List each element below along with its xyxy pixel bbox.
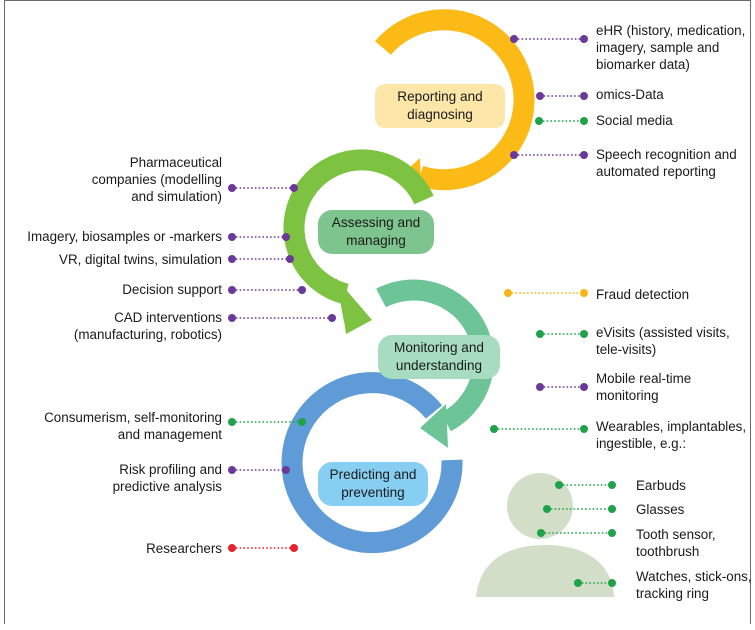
stage-predicting-box <box>318 462 428 506</box>
connector-mobile-dot-start <box>536 383 544 391</box>
label-imagery-biosamples: Imagery, biosamples or -markers <box>27 229 222 244</box>
connector-glasses-dot-end <box>608 505 616 513</box>
connector-fraud-dot-start <box>504 289 512 297</box>
label-earbuds: Earbuds <box>636 478 686 493</box>
stage-assessing-box <box>318 210 434 254</box>
label-evisits: eVisits (assisted visits, tele-visits) <box>596 325 730 357</box>
label-cad-interventions: CAD interventions (manufacturing, roboti… <box>73 310 222 342</box>
connector-fraud-dot-end <box>580 289 588 297</box>
connector-researchers-dot-start <box>228 544 236 552</box>
connector-glasses-dot-start <box>543 505 551 513</box>
stage-reporting-label: Reporting and diagnosing <box>397 89 483 122</box>
label-vr-digital-twins: VR, digital twins, simulation <box>59 252 222 267</box>
predicting-ring <box>281 372 463 554</box>
connector-vr-dot-start <box>228 255 236 263</box>
connector-consumerism-dot-end <box>298 418 306 426</box>
connector-consumerism-dot-start <box>228 418 236 426</box>
label-ehr: eHR (history, medication, imagery, sampl… <box>596 23 746 72</box>
connector-cad-dot-start <box>228 314 236 322</box>
connector-imagery-dot-start <box>228 233 236 241</box>
label-omics: omics-Data <box>596 87 664 102</box>
stage-assessing-label: Assessing and managing <box>331 215 421 248</box>
label-glasses: Glasses <box>636 502 685 517</box>
monitoring-ring <box>376 279 494 432</box>
label-mobile-monitoring: Mobile real-time monitoring <box>596 371 692 403</box>
connector-watches-dot-end <box>608 579 616 587</box>
connector-mobile-dot-end <box>580 383 588 391</box>
connector-wearables-dot-start <box>490 425 498 433</box>
connector-omics-dot-start <box>536 92 544 100</box>
label-wearables: Wearables, implantables, ingestible, e.g… <box>596 419 747 451</box>
connector-watches-dot-start <box>574 579 582 587</box>
label-watches: Watches, stick-ons, tracking ring <box>636 569 752 601</box>
label-consumerism: Consumerism, self-monitoring and managem… <box>44 410 222 442</box>
connector-social-dot-end <box>580 117 588 125</box>
stage-predicting-label: Predicting and preventing <box>329 467 417 500</box>
connector-pharma-dot-start <box>228 184 236 192</box>
connector-risk-dot-start <box>228 466 236 474</box>
connector-omics-dot-end <box>580 92 588 100</box>
label-risk-profiling: Risk profiling and predictive analysis <box>112 462 222 494</box>
connector-cad-dot-end <box>328 314 336 322</box>
connector-imagery-dot-end <box>282 233 290 241</box>
connector-vr-dot-end <box>286 255 294 263</box>
connector-decision-dot-end <box>298 286 306 294</box>
connector-evisits-dot-end <box>580 330 588 338</box>
connector-evisits-dot-start <box>536 330 544 338</box>
assessing-arrow-base <box>336 278 372 322</box>
label-decision-support: Decision support <box>122 282 222 297</box>
stage-monitoring-box <box>378 335 500 379</box>
connector-researchers-dot-end <box>290 544 298 552</box>
label-speech-recognition: Speech recognition and automated reporti… <box>596 147 737 179</box>
stage-reporting-box <box>375 84 505 128</box>
connector-risk-dot-end <box>282 466 290 474</box>
label-social-media: Social media <box>596 113 673 128</box>
assessing-ring <box>283 149 434 305</box>
figure-frame <box>4 0 751 624</box>
monitoring-arrowhead <box>420 404 448 448</box>
label-fraud-detection: Fraud detection <box>596 287 690 302</box>
person-body-shape <box>476 545 614 597</box>
connector-wearables-dot-end <box>580 425 588 433</box>
connector-tooth-dot-end <box>608 529 616 537</box>
connector-ehr-dot-start <box>510 35 518 43</box>
connector-earbuds-dot-start <box>555 481 563 489</box>
connector-decision-dot-start <box>228 286 236 294</box>
connector-pharma-dot-end <box>290 184 298 192</box>
connector-earbuds-dot-end <box>608 481 616 489</box>
person-head-shape <box>507 473 573 539</box>
connector-tooth-dot-start <box>537 529 545 537</box>
connector-speech-dot-end <box>580 151 588 159</box>
connector-social-dot-start <box>535 117 543 125</box>
connector-ehr-dot-end <box>580 35 588 43</box>
label-tooth-sensor: Tooth sensor, toothbrush <box>636 527 716 559</box>
label-researchers: Researchers <box>146 541 222 556</box>
stage-monitoring-label: Monitoring and understanding <box>394 340 484 373</box>
connector-speech-dot-start <box>510 151 518 159</box>
reporting-ring <box>375 9 535 191</box>
label-pharmaceutical: Pharmaceutical companies (modelling and … <box>91 155 222 204</box>
